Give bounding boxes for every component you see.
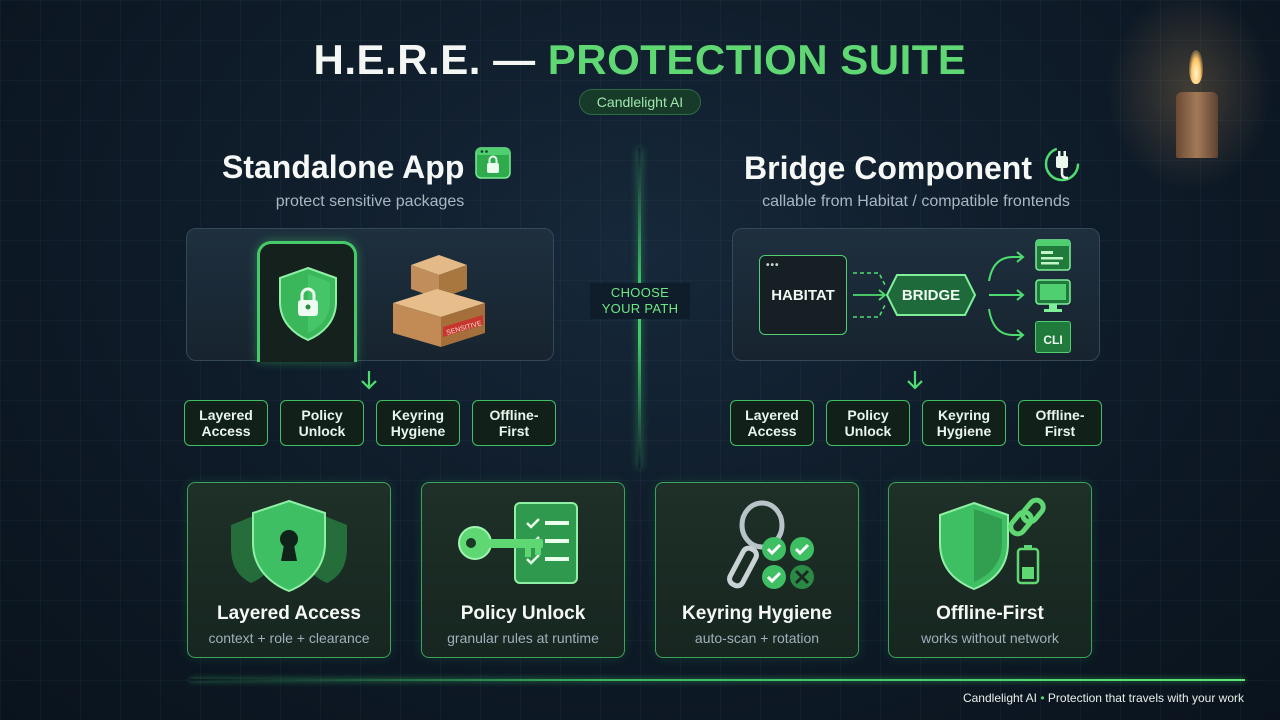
card-layered-access: Layered Access context + role + clearanc… bbox=[187, 482, 391, 658]
keyring-check-icon bbox=[727, 500, 814, 589]
bridge-label: BRIDGE bbox=[901, 286, 961, 304]
card-subtitle: works without network bbox=[921, 630, 1059, 646]
card-keyring-hygiene: Keyring Hygiene auto-scan + rotation bbox=[655, 482, 859, 658]
browser-window-icon bbox=[1035, 239, 1071, 271]
arrow-down-icon bbox=[907, 371, 923, 390]
card-offline-first: Offline-First works without network bbox=[888, 482, 1092, 658]
bridge-feature-offline-first: Offline- First bbox=[1018, 400, 1102, 446]
habitat-node: ••• HABITAT bbox=[759, 255, 847, 335]
standalone-heading: Standalone App bbox=[222, 144, 512, 190]
standalone-panel: SENSITIVE bbox=[186, 228, 554, 362]
flow-arrows-in-icon bbox=[853, 272, 887, 318]
brand-badge: Candlelight AI bbox=[579, 89, 701, 115]
bridge-title: Bridge Component bbox=[744, 149, 1032, 186]
choose-path-label: CHOOSE YOUR PATH bbox=[590, 283, 690, 319]
card-subtitle: context + role + clearance bbox=[208, 630, 370, 646]
card-title: Policy Unlock bbox=[460, 603, 586, 624]
shield-lock-icon bbox=[279, 266, 337, 342]
standalone-title: Standalone App bbox=[222, 148, 465, 185]
bridge-subtitle: callable from Habitat / compatible front… bbox=[762, 193, 1070, 210]
footer-text: Candlelight AI • Protection that travels… bbox=[963, 691, 1244, 705]
standalone-feature-policy-unlock: Policy Unlock bbox=[280, 400, 364, 446]
bridge-feature-layered-access: Layered Access bbox=[730, 400, 814, 446]
desktop-monitor-icon bbox=[1035, 279, 1071, 312]
app-lock-icon bbox=[474, 144, 512, 190]
bridge-panel: ••• HABITAT BRIDGE CLI bbox=[732, 228, 1100, 361]
candle-icon bbox=[1176, 92, 1218, 158]
cli-window-icon: CLI bbox=[1035, 321, 1071, 353]
standalone-subtitle: protect sensitive packages bbox=[275, 193, 465, 210]
key-checklist-icon bbox=[458, 502, 578, 584]
window-dots-icon: ••• bbox=[766, 260, 780, 271]
bridge-feature-policy-unlock: Policy Unlock bbox=[826, 400, 910, 446]
footer-brand: Candlelight AI bbox=[962, 691, 1038, 705]
phone-icon bbox=[257, 241, 357, 362]
candle-flame-icon bbox=[1189, 50, 1203, 84]
card-title: Layered Access bbox=[216, 603, 361, 624]
arrow-down-icon bbox=[361, 371, 377, 390]
card-subtitle: granular rules at runtime bbox=[447, 630, 599, 646]
footer-line bbox=[190, 679, 1245, 681]
flow-arrows-out-icon bbox=[988, 251, 1025, 341]
standalone-feature-layered-access: Layered Access bbox=[184, 400, 268, 446]
cli-label: CLI bbox=[1043, 332, 1063, 347]
standalone-feature-list: Layered Access Policy Unlock Keyring Hyg… bbox=[184, 400, 556, 446]
shield-keyhole-icon bbox=[231, 499, 347, 593]
card-title: Offline-First bbox=[936, 603, 1044, 624]
title-part-2: PROTECTION SUITE bbox=[547, 36, 967, 83]
bridge-heading: Bridge Component bbox=[744, 144, 1082, 192]
bridge-node-shape bbox=[885, 274, 977, 316]
footer-separator: • bbox=[1040, 691, 1045, 705]
page-title: H.E.R.E. — PROTECTION SUITE bbox=[0, 36, 1280, 84]
title-part-1: H.E.R.E. — bbox=[313, 36, 536, 83]
bridge-feature-list: Layered Access Policy Unlock Keyring Hyg… bbox=[730, 400, 1102, 446]
bridge-feature-keyring-hygiene: Keyring Hygiene bbox=[922, 400, 1006, 446]
habitat-label: HABITAT bbox=[771, 286, 835, 304]
card-subtitle: auto-scan + rotation bbox=[694, 630, 820, 646]
package-stack-icon: SENSITIVE bbox=[393, 255, 485, 347]
standalone-feature-offline-first: Offline- First bbox=[472, 400, 556, 446]
footer-tagline: Protection that travels with your work bbox=[1047, 691, 1244, 705]
card-policy-unlock: Policy Unlock granular rules at runtime bbox=[421, 482, 625, 658]
shield-link-battery-icon bbox=[939, 497, 1046, 591]
plug-icon bbox=[1042, 144, 1082, 192]
card-title: Keyring Hygiene bbox=[682, 603, 832, 624]
standalone-feature-keyring-hygiene: Keyring Hygiene bbox=[376, 400, 460, 446]
